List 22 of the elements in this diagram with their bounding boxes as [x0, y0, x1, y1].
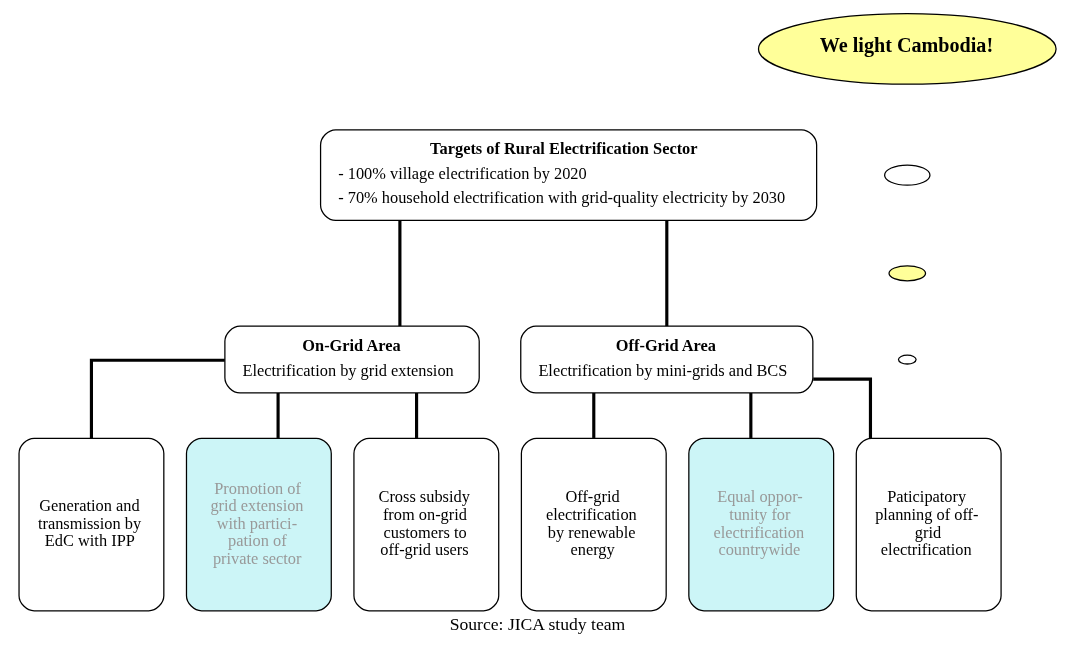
- node-box: Off-Grid Area Electrification by mini-grids and BCS: [519, 325, 813, 394]
- node-box: Cross subsidy from on-grid customers to off-grid users: [352, 437, 499, 612]
- node-box: On-Grid Area Electrification by grid extension: [223, 325, 480, 394]
- node-ellipse: [883, 164, 931, 186]
- node-box: Paticipatory planning of off- grid electrification: [855, 437, 1002, 612]
- connector: [812, 377, 872, 439]
- connector: [89, 358, 225, 439]
- node-box: Targets of Rural Electrification Sector - 100% village electrification by 2020 - 70% household electrification with grid-quality electricity by 2030: [319, 129, 817, 222]
- node-ellipse: [887, 265, 926, 282]
- node-box: Generation and transmission by EdC with IPP: [17, 437, 164, 612]
- caption: Source: JICA study team: [449, 613, 625, 634]
- node-box: Promotion of grid extension with partici- pation of private sector: [185, 437, 332, 612]
- connector: [591, 392, 595, 438]
- node-ellipse: We light Cambodia!: [757, 12, 1057, 85]
- connector: [397, 220, 401, 327]
- node-box: Off-grid electrification by renewable energy: [520, 437, 667, 612]
- connector: [664, 220, 668, 327]
- connector: [748, 392, 752, 438]
- connector: [414, 392, 418, 438]
- node-ellipse: [897, 354, 917, 365]
- connector: [276, 392, 280, 438]
- node-box: Equal oppor- tunity for electrification countrywide: [687, 437, 834, 612]
